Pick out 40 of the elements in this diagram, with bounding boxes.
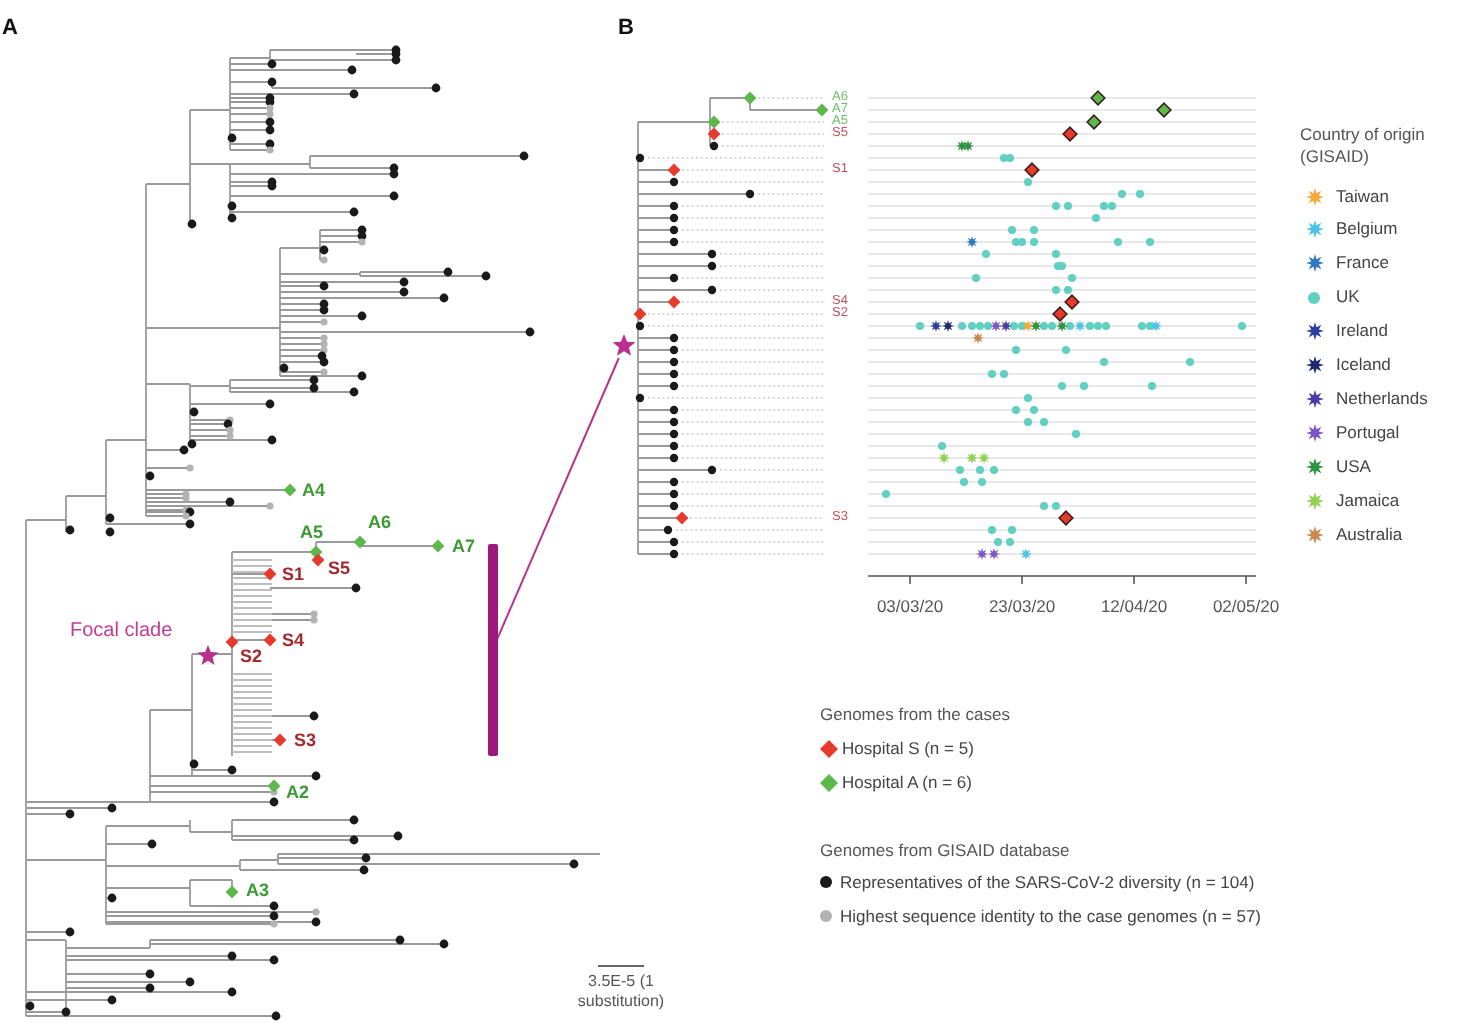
- legend-label: Taiwan: [1336, 185, 1389, 207]
- tip-label: S5: [328, 558, 351, 578]
- axis-tick-label: 03/03/20: [876, 595, 944, 617]
- tip-label: A5: [300, 522, 324, 542]
- tip-label: S3: [294, 730, 317, 750]
- axis-tick-label: 23/03/20: [988, 595, 1056, 617]
- legend-title: Genomes from GISAID database: [820, 839, 1070, 861]
- legend-label: Iceland: [1336, 354, 1391, 376]
- tip-label: A7: [452, 536, 476, 556]
- legend-label: Hospital A (n = 6): [842, 771, 972, 793]
- legend-label: Ireland: [1336, 320, 1388, 343]
- tip-label: S4: [282, 630, 305, 650]
- tip-label: A3: [246, 880, 270, 900]
- legend-title: Country of origin (GISAID): [1300, 124, 1427, 168]
- legend-label: Netherlands: [1336, 387, 1428, 410]
- axis-tick-label: 02/05/20: [1212, 595, 1280, 617]
- scale-label: 3.5E-5 (1 substitution): [575, 972, 667, 1012]
- tip-label: S2: [240, 646, 263, 666]
- tip-label: A2: [286, 782, 310, 802]
- legend-label: Australia: [1336, 523, 1403, 545]
- star-marker: [612, 334, 636, 358]
- legend-label: Jamaica: [1336, 489, 1400, 512]
- clade-label: Focal clade: [70, 620, 173, 644]
- tip-label: A6: [368, 512, 392, 532]
- legend-label: Portugal: [1336, 421, 1400, 444]
- clade-bar: [488, 544, 497, 756]
- panel-label: A: [2, 15, 18, 41]
- panel-label: B: [618, 15, 634, 41]
- legend-label: USA: [1336, 455, 1371, 478]
- legend-label: Hospital S (n = 5): [842, 737, 974, 759]
- tip-label: S1: [282, 564, 305, 584]
- tip-label: A4: [302, 480, 326, 500]
- legend-label: Belgium: [1336, 218, 1398, 241]
- legend-label: UK: [1336, 286, 1360, 309]
- legend-label: Highest sequence identity to the case genomes (n = 57): [840, 905, 1262, 927]
- legend-label: Representatives of the SARS-CoV-2 diversity (n = 104): [840, 871, 1255, 893]
- axis-tick-label: 12/04/20: [1100, 595, 1168, 617]
- legend-label: France: [1336, 252, 1389, 275]
- leader-line: [496, 357, 620, 641]
- legend-title: Genomes from the cases: [820, 703, 1010, 725]
